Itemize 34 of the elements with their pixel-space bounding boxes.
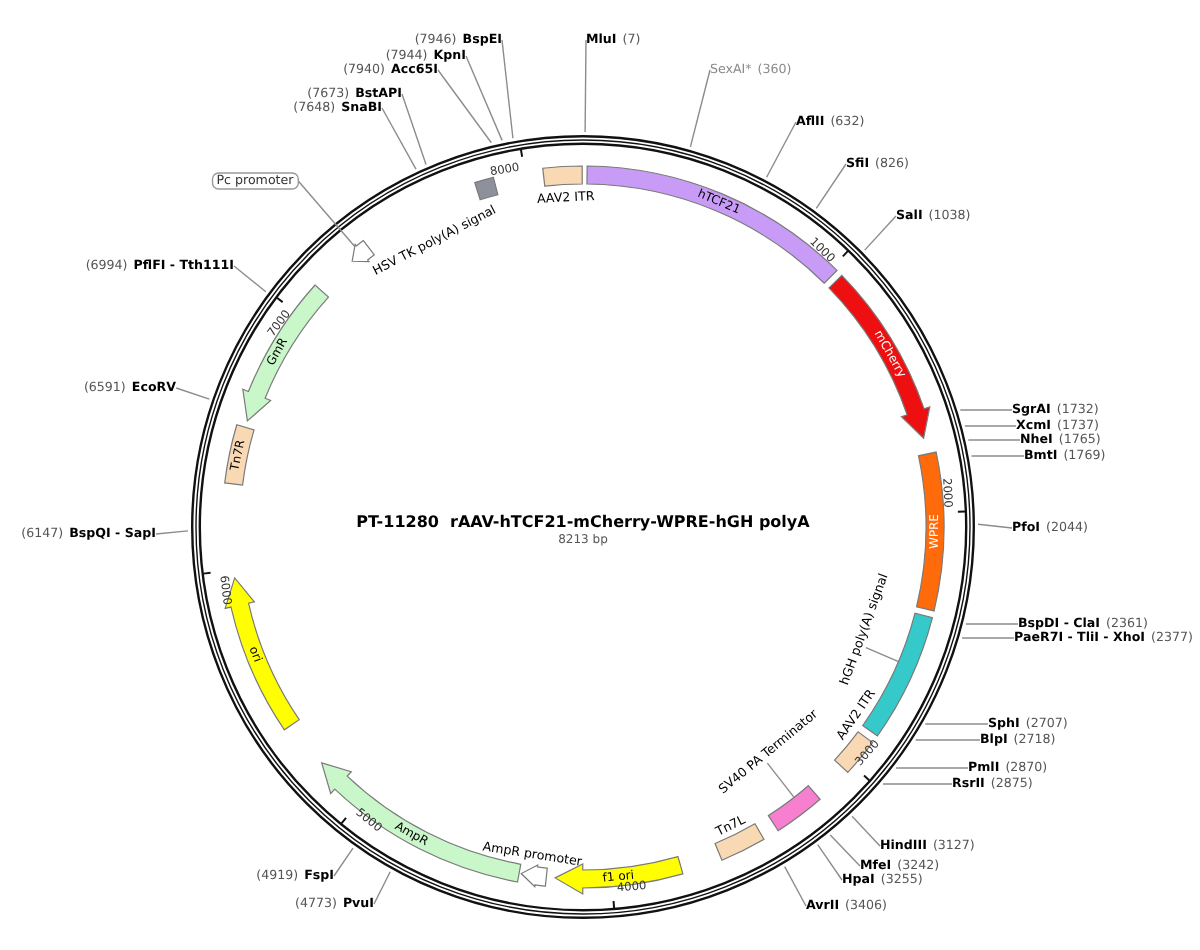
leader-line [964,425,1017,427]
leader-line [882,783,953,785]
leader-line [465,55,503,142]
leader-line [401,93,427,166]
leader-line [965,623,1019,625]
leader-line [895,767,969,769]
leader-line [381,107,417,170]
map-title: PT-11280 rAAV-hTCF21-mCherry-WPRE-hGH polyA [356,513,810,531]
leader-line [501,39,514,139]
leader-line [437,69,492,144]
leader-line [155,530,189,535]
leader-line [864,215,897,251]
leader-line [333,847,354,877]
leader-line [765,121,797,178]
leader-line [914,739,981,741]
leader-line [829,834,861,867]
leader-line [233,265,267,293]
leader-line [689,69,711,148]
leader-line [924,723,989,725]
leader-line [977,523,1013,529]
leader-line [865,646,899,662]
leader-line [815,163,847,209]
leader-line [373,871,391,905]
leader-line [766,762,795,798]
leader-line [784,865,807,907]
leader-line [851,815,881,847]
leader-line [817,844,843,881]
leader-line [175,387,210,400]
leader-line [970,455,1025,457]
leader-line [584,39,587,133]
leader-line [961,637,1015,639]
leader-line [967,439,1021,441]
leader-line [297,180,356,248]
leader-line [959,409,1013,411]
